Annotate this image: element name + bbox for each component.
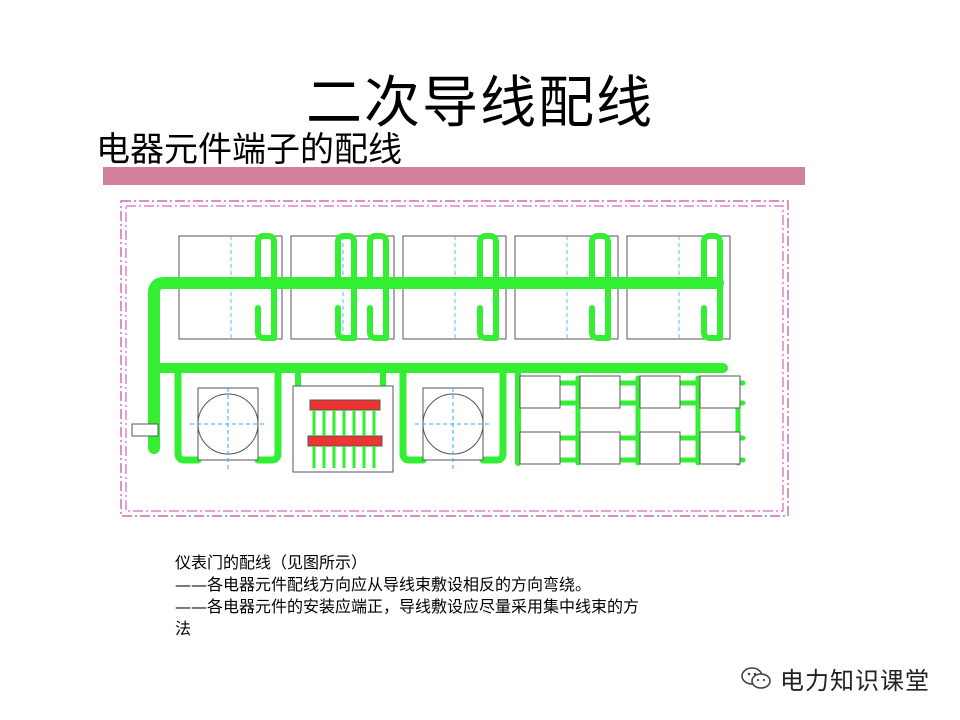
round-instrument-2 (415, 387, 491, 470)
notes-line-2: ——各电器元件的安装应端正，导线敷设应尽量采用集中线束的方 (175, 597, 640, 616)
wire-harness (148, 233, 746, 466)
ground-terminal (131, 423, 159, 437)
notes-heading: 仪表门的配线（见图所示） (175, 553, 368, 572)
wiring-diagram (120, 200, 789, 517)
relay-blocks (519, 375, 741, 465)
watermark: 电力知识课堂 (740, 662, 930, 695)
relay-2 (579, 375, 621, 409)
relay-3 (639, 375, 681, 409)
watermark-text: 电力知识课堂 (780, 666, 930, 695)
relay-5 (519, 431, 561, 465)
relay-4 (699, 375, 741, 409)
accent-bar (103, 167, 805, 185)
panel-outer-frame (120, 200, 789, 517)
round-instrument-1 (190, 387, 266, 470)
wechat-icon (741, 667, 771, 689)
panel-inner-frame (125, 205, 784, 512)
relay-1 (519, 375, 561, 409)
notes-line-1: ——各电器元件配线方向应从导线束敷设相反的方向弯绕。 (175, 575, 592, 594)
page-subtitle: 电器元件端子的配线 (96, 130, 402, 170)
relay-7 (639, 431, 681, 465)
terminal-block (292, 385, 394, 473)
relay-8 (699, 431, 741, 465)
notes-text: 仪表门的配线（见图所示） ——各电器元件配线方向应从导线束敷设相反的方向弯绕。 … (175, 552, 735, 640)
notes-line-3: 法 (175, 619, 192, 638)
page-title: 二次导线配线 (306, 71, 654, 136)
relay-6 (579, 431, 621, 465)
